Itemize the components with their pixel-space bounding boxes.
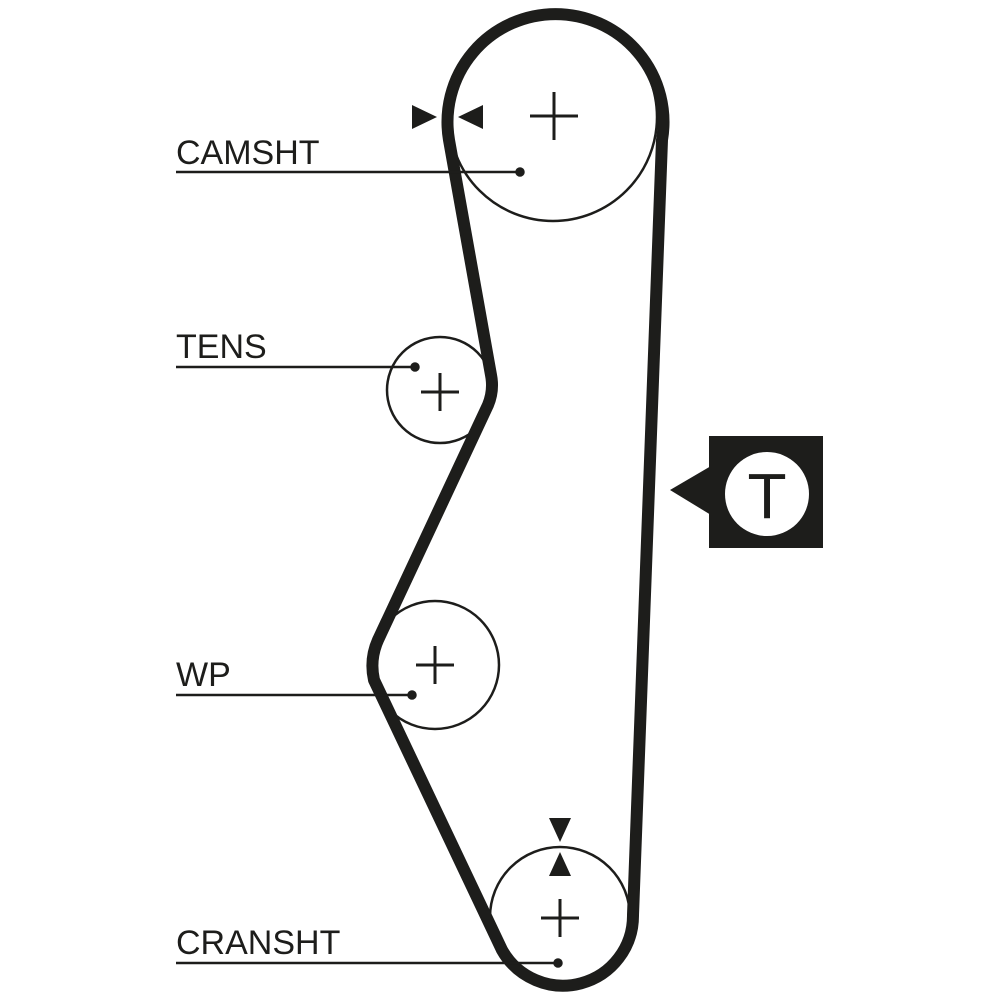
tensioner-label: TENS bbox=[176, 328, 267, 366]
crankshaft-timing-mark-up-arrow-icon bbox=[549, 852, 571, 876]
camshaft-leader-line bbox=[176, 167, 525, 177]
crankshaft-center-cross bbox=[541, 899, 579, 937]
camshaft-timing-mark-right-arrow-icon bbox=[458, 105, 483, 129]
camshaft-center-cross bbox=[530, 92, 578, 140]
water-pump-center-cross bbox=[416, 646, 454, 684]
timing-belt bbox=[366, 8, 670, 992]
water-pump-label: WP bbox=[176, 656, 231, 694]
crankshaft-timing-mark-down-arrow-icon bbox=[549, 818, 571, 842]
camshaft-timing-mark-left-arrow-icon bbox=[412, 105, 437, 129]
tensioner-leader-line bbox=[176, 362, 420, 372]
tension-pointer-icon bbox=[670, 466, 711, 515]
camshaft-label: CAMSHT bbox=[176, 134, 320, 172]
crankshaft-label: CRANSHT bbox=[176, 924, 340, 962]
water-pump-leader-line bbox=[176, 690, 417, 700]
crankshaft-leader-line bbox=[176, 958, 563, 968]
tensioner-center-cross bbox=[421, 373, 459, 411]
tension-badge: T bbox=[670, 436, 823, 548]
tension-badge-letter: T bbox=[747, 460, 786, 532]
